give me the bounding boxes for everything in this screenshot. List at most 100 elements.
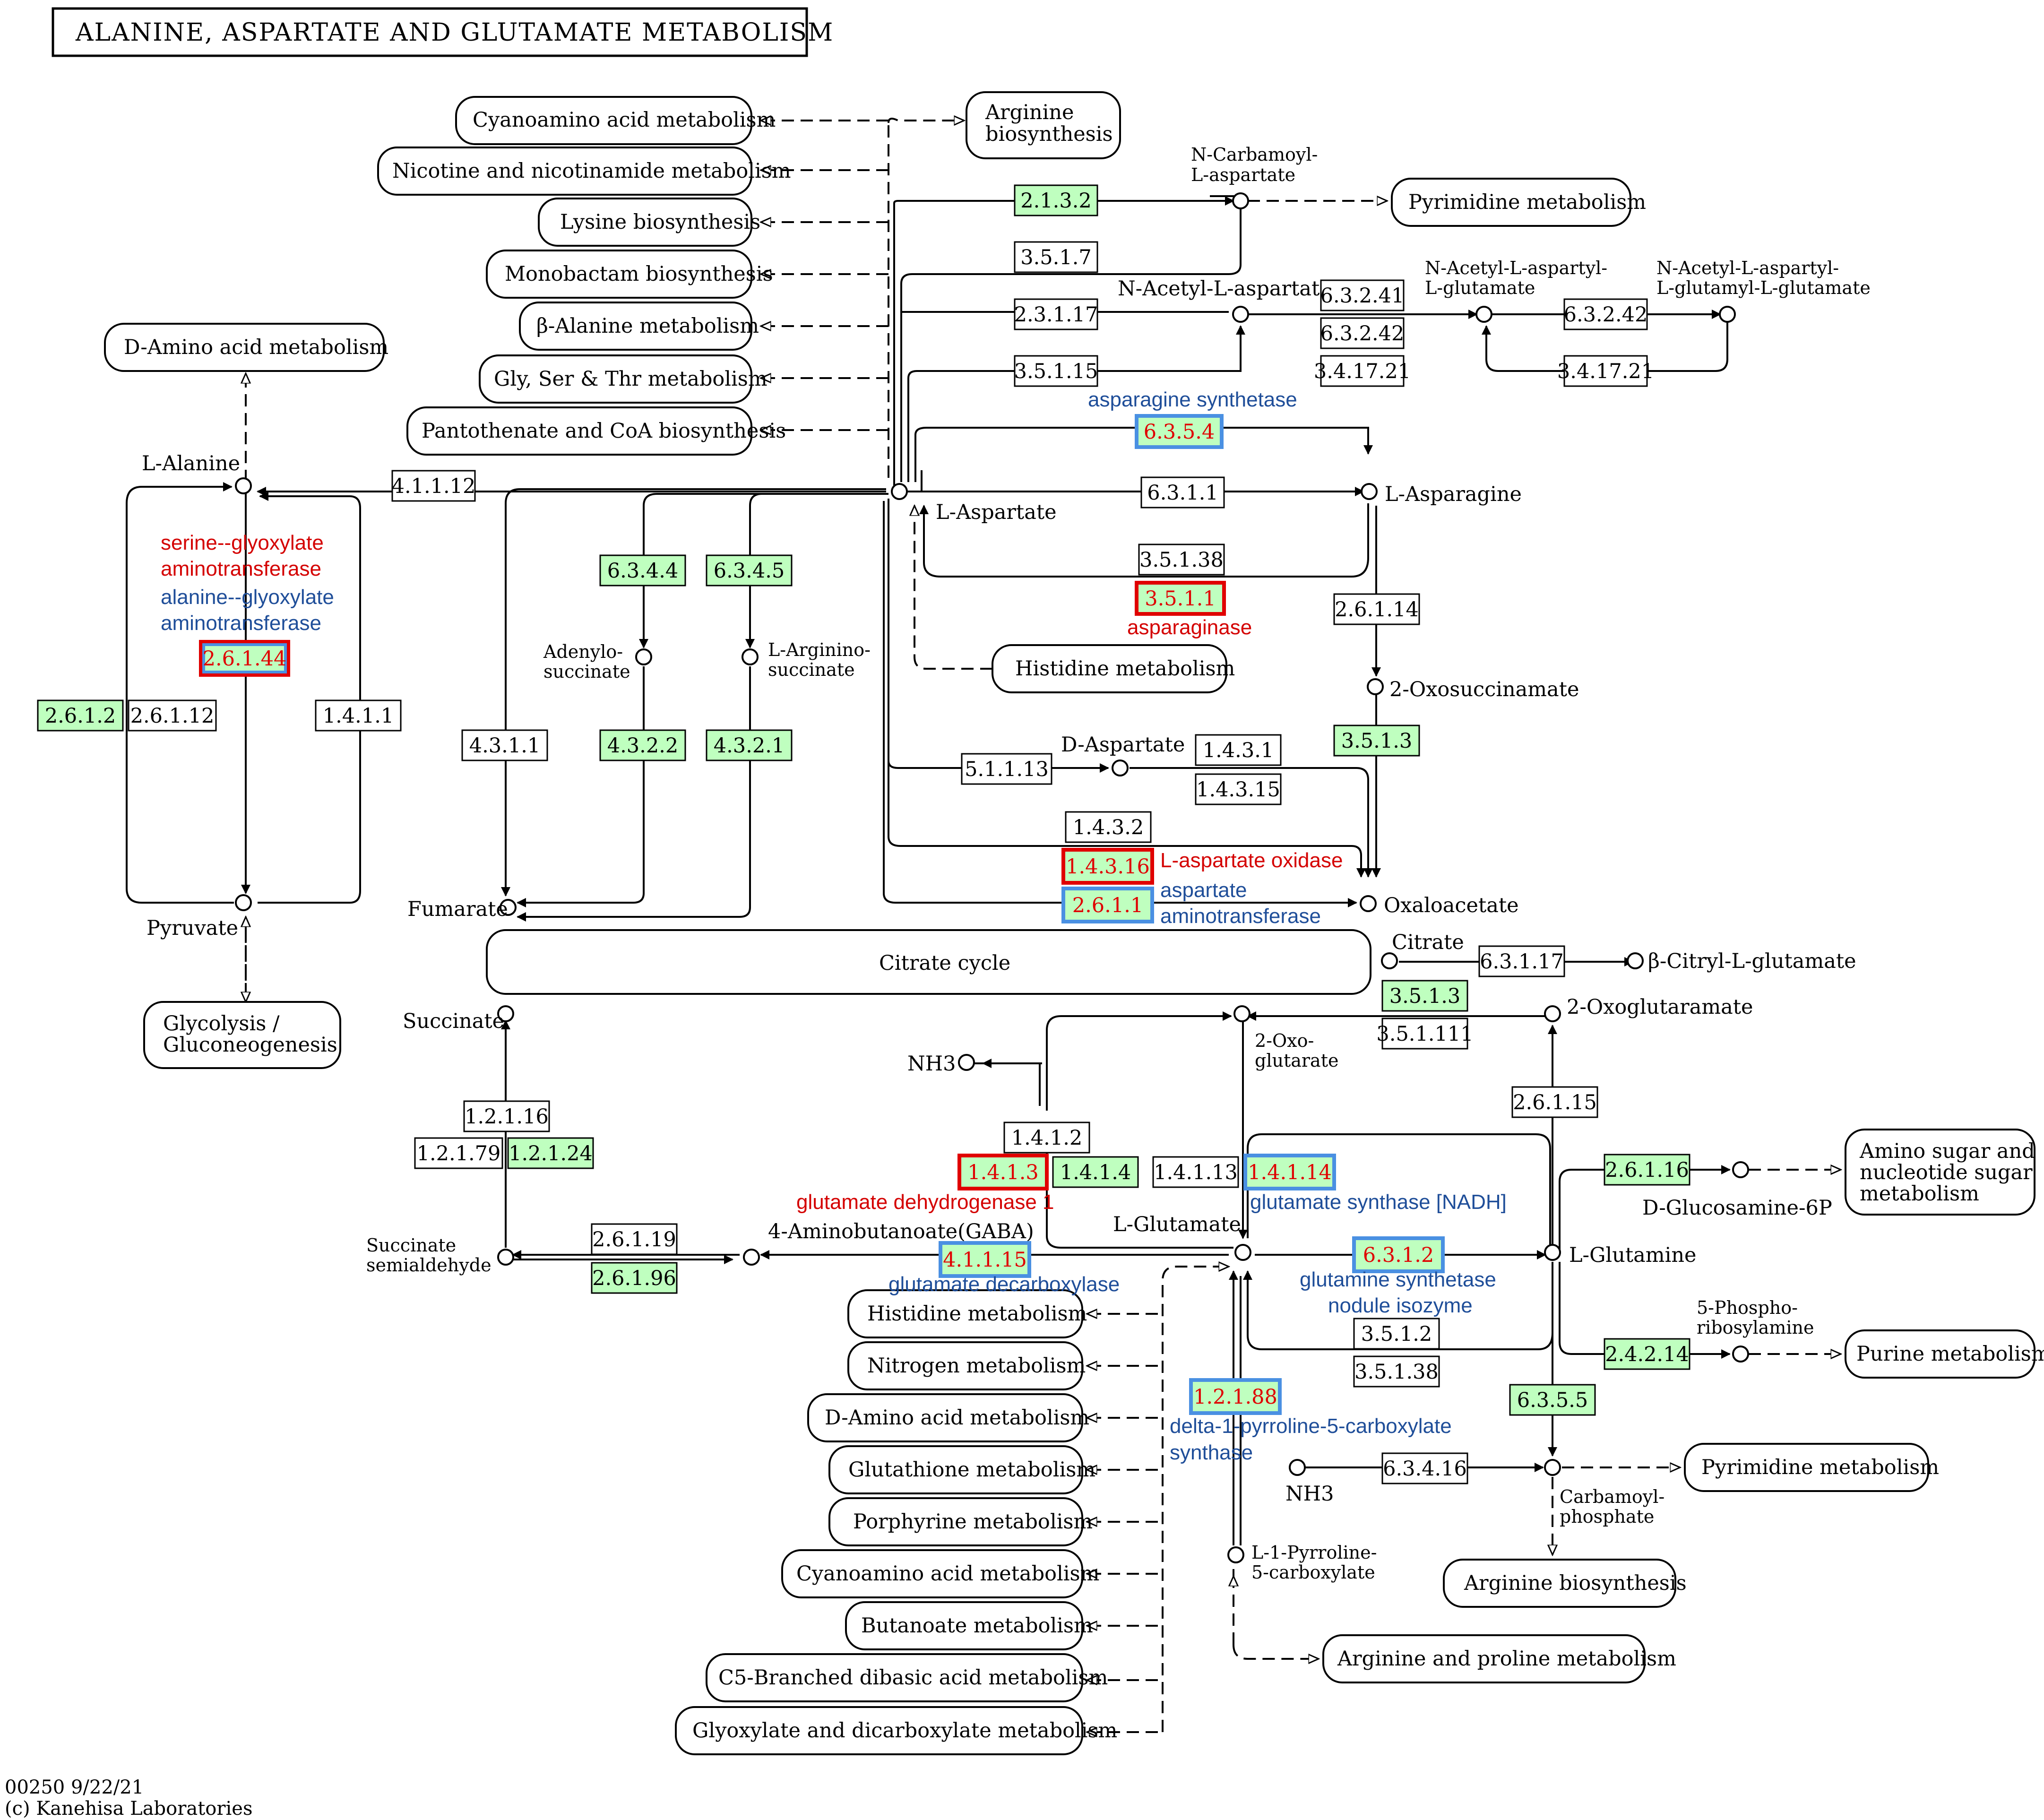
pathway-cyanoamino-top[interactable]: Cyanoamino acid metabolism: [455, 96, 776, 145]
node-arginino-succinate[interactable]: [742, 648, 759, 665]
enzyme-1-2-1-88[interactable]: 1.2.1.88: [1189, 1378, 1282, 1415]
enzyme-4-1-1-15[interactable]: 4.1.1.15: [939, 1241, 1031, 1278]
enzyme-1-4-3-1[interactable]: 1.4.3.1: [1195, 734, 1282, 766]
enzyme-4-3-1-1[interactable]: 4.3.1.1: [461, 729, 548, 761]
pathway-pantothenate[interactable]: Pantothenate and CoA biosynthesis: [406, 406, 786, 456]
enzyme-1-4-1-3[interactable]: 1.4.1.3: [957, 1154, 1049, 1190]
node-d-glucosamine[interactable]: [1732, 1161, 1749, 1178]
node-pyrroline[interactable]: [1227, 1546, 1244, 1563]
node-adenylosuccinate[interactable]: [635, 648, 652, 665]
node-2-oxoglutaramate[interactable]: [1544, 1005, 1561, 1022]
enzyme-6-3-1-17[interactable]: 6.3.1.17: [1478, 945, 1565, 977]
pathway-d-amino-bottom[interactable]: D-Amino acid metabolism: [807, 1393, 1089, 1442]
enzyme-3-5-1-38-bottom[interactable]: 3.5.1.38: [1353, 1355, 1440, 1388]
enzyme-1-2-1-79[interactable]: 1.2.1.79: [414, 1137, 503, 1169]
enzyme-6-3-4-5[interactable]: 6.3.4.5: [706, 554, 793, 587]
enzyme-2-6-1-96[interactable]: 2.6.1.96: [591, 1262, 678, 1294]
enzyme-1-2-1-16[interactable]: 1.2.1.16: [463, 1100, 550, 1132]
pathway-nitrogen[interactable]: Nitrogen metabolism: [847, 1341, 1086, 1390]
pathway-pyrimidine-bottom[interactable]: Pyrimidine metabolism: [1684, 1443, 1939, 1492]
enzyme-2-6-1-1[interactable]: 2.6.1.1: [1061, 887, 1154, 923]
node-l-glutamine[interactable]: [1544, 1244, 1561, 1261]
pathway-histidine-mid[interactable]: Histidine metabolism: [992, 644, 1235, 693]
node-l-glutamate[interactable]: [1234, 1244, 1251, 1261]
enzyme-5-1-1-13[interactable]: 5.1.1.13: [961, 753, 1052, 785]
enzyme-1-4-3-2[interactable]: 1.4.3.2: [1065, 811, 1152, 843]
enzyme-2-6-1-44[interactable]: 2.6.1.44: [199, 640, 290, 677]
enzyme-4-3-2-1[interactable]: 4.3.2.1: [706, 729, 793, 761]
enzyme-2-6-1-2[interactable]: 2.6.1.2: [37, 699, 124, 732]
pathway-cyanoamino-bottom[interactable]: Cyanoamino acid metabolism: [781, 1549, 1099, 1598]
enzyme-2-1-3-2[interactable]: 2.1.3.2: [1014, 184, 1098, 216]
enzyme-2-6-1-14[interactable]: 2.6.1.14: [1333, 593, 1420, 625]
pathway-pyrimidine-top[interactable]: Pyrimidine metabolism: [1391, 178, 1646, 227]
enzyme-1-4-1-14[interactable]: 1.4.1.14: [1243, 1154, 1336, 1190]
enzyme-4-3-2-2[interactable]: 4.3.2.2: [599, 729, 686, 761]
enzyme-6-3-1-1[interactable]: 6.3.1.1: [1140, 476, 1225, 509]
pathway-purine[interactable]: Purine metabolism: [1845, 1329, 2044, 1379]
node-2-oxosuccinamate[interactable]: [1367, 678, 1384, 695]
enzyme-6-3-4-16[interactable]: 6.3.4.16: [1381, 1452, 1468, 1484]
enzyme-1-4-1-1[interactable]: 1.4.1.1: [315, 699, 402, 732]
node-succinate[interactable]: [497, 1005, 514, 1022]
node-n-acetyl-glu-glu[interactable]: [1719, 306, 1736, 323]
enzyme-3-5-1-3-mid[interactable]: 3.5.1.3: [1381, 980, 1468, 1012]
node-citrate[interactable]: [1381, 952, 1398, 969]
enzyme-2-6-1-19[interactable]: 2.6.1.19: [591, 1223, 678, 1255]
enzyme-4-1-1-12[interactable]: 4.1.1.12: [391, 470, 476, 502]
enzyme-1-4-1-2[interactable]: 1.4.1.2: [1003, 1121, 1090, 1154]
enzyme-3-4-17-21-a[interactable]: 3.4.17.21: [1314, 355, 1411, 387]
enzyme-6-3-5-5[interactable]: 6.3.5.5: [1509, 1384, 1596, 1416]
node-n-carbamoyl[interactable]: [1232, 192, 1249, 209]
node-fumarate[interactable]: [500, 899, 517, 916]
node-gaba[interactable]: [743, 1249, 760, 1266]
pathway-nicotine[interactable]: Nicotine and nicotinamide metabolism: [377, 147, 791, 196]
node-beta-citryl[interactable]: [1627, 952, 1644, 969]
pathway-porphyrine[interactable]: Porphyrine metabolism: [828, 1497, 1093, 1546]
node-oxaloacetate[interactable]: [1360, 895, 1377, 912]
pathway-glycolysis[interactable]: Glycolysis /Gluconeogenesis: [143, 1001, 341, 1069]
pathway-c5-branched[interactable]: C5-Branched dibasic acid metabolism: [706, 1653, 1108, 1702]
pathway-lysine[interactable]: Lysine biosynthesis: [538, 198, 760, 247]
enzyme-2-4-2-14[interactable]: 2.4.2.14: [1604, 1338, 1690, 1370]
enzyme-3-5-1-38-top[interactable]: 3.5.1.38: [1138, 543, 1225, 576]
node-n-acetyl-glutamate[interactable]: [1475, 306, 1492, 323]
enzyme-3-5-1-2[interactable]: 3.5.1.2: [1353, 1318, 1440, 1350]
node-l-aspartate[interactable]: [891, 483, 908, 500]
node-n-acetyl-aspartate[interactable]: [1232, 306, 1249, 323]
enzyme-3-5-1-1[interactable]: 3.5.1.1: [1135, 581, 1226, 616]
enzyme-6-3-2-42[interactable]: 6.3.2.42: [1320, 317, 1405, 349]
node-l-alanine[interactable]: [235, 477, 252, 494]
enzyme-1-2-1-24[interactable]: 1.2.1.24: [507, 1137, 594, 1169]
pathway-arginine-proline[interactable]: Arginine and proline metabolism: [1322, 1634, 1676, 1683]
node-d-aspartate[interactable]: [1112, 759, 1129, 776]
pathway-beta-alanine[interactable]: β-Alanine metabolism: [519, 302, 759, 351]
node-carbamoyl-phosphate[interactable]: [1544, 1459, 1561, 1476]
enzyme-6-3-2-42-b[interactable]: 6.3.2.42: [1563, 298, 1648, 330]
pathway-histidine-bottom[interactable]: Histidine metabolism: [847, 1289, 1087, 1338]
enzyme-2-6-1-12[interactable]: 2.6.1.12: [128, 699, 217, 732]
pathway-butanoate[interactable]: Butanoate metabolism: [845, 1601, 1093, 1650]
enzyme-3-5-1-15[interactable]: 3.5.1.15: [1014, 355, 1098, 387]
enzyme-3-5-1-7[interactable]: 3.5.1.7: [1014, 241, 1098, 273]
enzyme-6-3-4-4[interactable]: 6.3.4.4: [599, 554, 686, 587]
pathway-arginine-biosynthesis-bottom[interactable]: Arginine biosynthesis: [1443, 1559, 1687, 1608]
enzyme-1-4-1-4[interactable]: 1.4.1.4: [1052, 1156, 1139, 1188]
enzyme-3-5-1-3-top[interactable]: 3.5.1.3: [1333, 725, 1420, 757]
pathway-monobactam[interactable]: Monobactam biosynthesis: [486, 250, 773, 299]
pathway-glyoxylate[interactable]: Glyoxylate and dicarboxylate metabolism: [675, 1706, 1117, 1755]
pathway-gly-ser-thr[interactable]: Gly, Ser & Thr metabolism: [479, 354, 768, 404]
node-l-asparagine[interactable]: [1361, 483, 1378, 500]
enzyme-6-3-2-41[interactable]: 6.3.2.41: [1320, 279, 1405, 311]
pathway-citrate-cycle[interactable]: Citrate cycle: [486, 929, 1371, 995]
enzyme-6-3-5-4[interactable]: 6.3.5.4: [1135, 414, 1224, 449]
node-pyruvate[interactable]: [235, 894, 252, 911]
enzyme-3-5-1-111[interactable]: 3.5.1.111: [1376, 1018, 1474, 1050]
node-succinate-semialdehyde[interactable]: [497, 1249, 514, 1266]
enzyme-3-4-17-21-b[interactable]: 3.4.17.21: [1557, 355, 1654, 387]
node-nh3-top[interactable]: [958, 1054, 975, 1071]
enzyme-2-6-1-15[interactable]: 2.6.1.15: [1511, 1086, 1598, 1118]
enzyme-1-4-3-15[interactable]: 1.4.3.15: [1195, 773, 1282, 805]
